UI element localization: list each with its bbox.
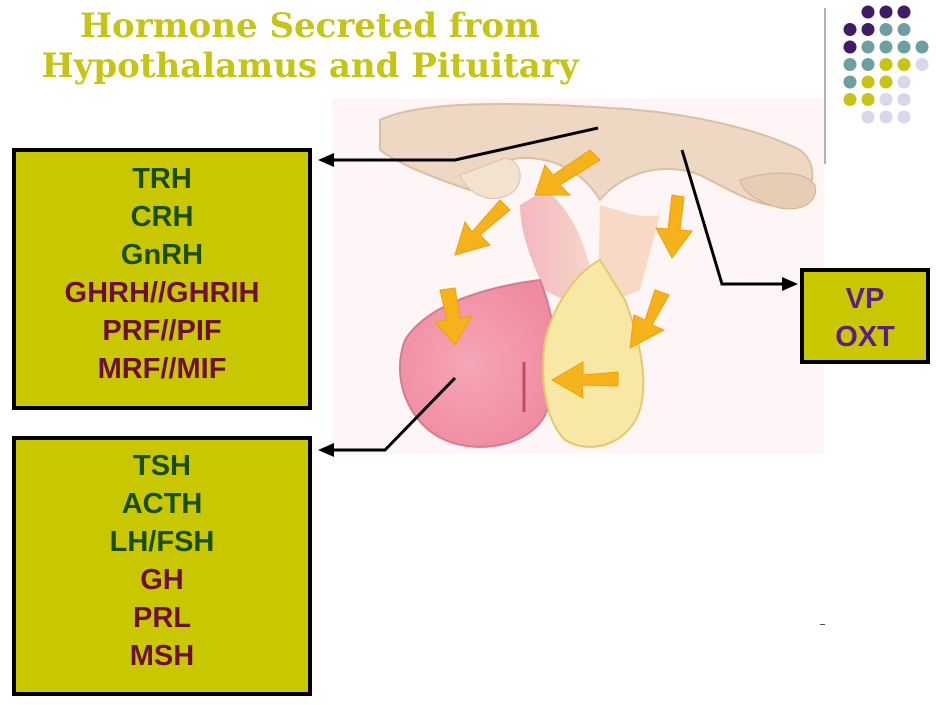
hormone-gnrh: GnRH xyxy=(120,239,204,271)
decorative-dot xyxy=(897,40,911,54)
hormone-oxt: OXT xyxy=(835,321,895,353)
decorative-dot xyxy=(843,40,857,54)
decorative-dot xyxy=(861,40,875,54)
decorative-dot xyxy=(897,58,911,71)
hormone-tsh: TSH xyxy=(133,450,191,482)
hormone-prf-pif: PRF//PIF xyxy=(102,315,222,347)
hormone-lh-fsh: LH/FSH xyxy=(109,526,215,558)
decorative-dot xyxy=(879,23,893,36)
hormone-vp: VP xyxy=(845,283,885,315)
hormone-mrf-mif: MRF//MIF xyxy=(97,353,227,385)
decorative-dot xyxy=(843,75,857,89)
decorative-dot xyxy=(897,75,911,89)
decorative-dot xyxy=(861,110,875,124)
decorative-dot xyxy=(861,75,875,89)
posterior-pointer-line xyxy=(680,149,790,286)
decorative-dot xyxy=(843,93,857,106)
arrowhead-left-bottom xyxy=(318,443,334,457)
small-dash-mark xyxy=(820,624,825,625)
posterior-pituitary-hormones-box: VP OXT xyxy=(800,268,930,364)
decorative-dot xyxy=(879,58,893,71)
title-line-1: Hormone Secreted from xyxy=(79,6,541,46)
hypothalamic-hormones-box: TRH CRH GnRH GHRH//GHRIH PRF//PIF MRF//M… xyxy=(12,148,312,410)
decorative-dot xyxy=(915,40,929,54)
hormone-gh: GH xyxy=(140,564,184,596)
decorative-dot xyxy=(843,58,857,71)
decorative-dot xyxy=(861,5,875,19)
decorative-dot xyxy=(879,75,893,89)
decorative-dot xyxy=(861,23,875,36)
decorative-dot xyxy=(861,58,875,71)
decorative-dot xyxy=(843,23,857,36)
decorative-dot xyxy=(897,93,911,106)
decorative-dot xyxy=(897,5,911,19)
decorative-dot xyxy=(879,110,893,124)
decorative-dot xyxy=(879,5,893,19)
title-line-2: Hypothalamus and Pituitary xyxy=(41,46,579,86)
hormone-trh: TRH xyxy=(132,163,192,195)
anterior-pointer-line xyxy=(330,376,457,452)
hormone-msh: MSH xyxy=(129,640,195,672)
optic-chiasm-shape xyxy=(739,172,817,210)
hormone-acth: ACTH xyxy=(121,488,203,520)
anterior-pituitary-hormones-box: TSH ACTH LH/FSH GH PRL MSH xyxy=(12,436,312,696)
arrowhead-left-top xyxy=(318,153,334,167)
hormone-crh: CRH xyxy=(130,201,194,233)
decorative-dot xyxy=(915,58,929,71)
decorative-dot xyxy=(879,40,893,54)
decorative-dot xyxy=(861,93,875,106)
decorative-dot xyxy=(879,93,893,106)
slide-title: Hormone Secreted from Hypothalamus and P… xyxy=(0,6,620,86)
decorative-dot xyxy=(897,23,911,36)
hypothalamus-pointer-line xyxy=(330,126,599,162)
decorative-dot xyxy=(897,110,911,124)
posterior-pituitary xyxy=(542,258,645,448)
secretion-arrows xyxy=(434,149,693,399)
arrowhead-right xyxy=(782,277,798,291)
hormone-ghrh-ghrih: GHRH//GHRIH xyxy=(64,277,260,309)
hormone-prl: PRL xyxy=(133,602,191,634)
